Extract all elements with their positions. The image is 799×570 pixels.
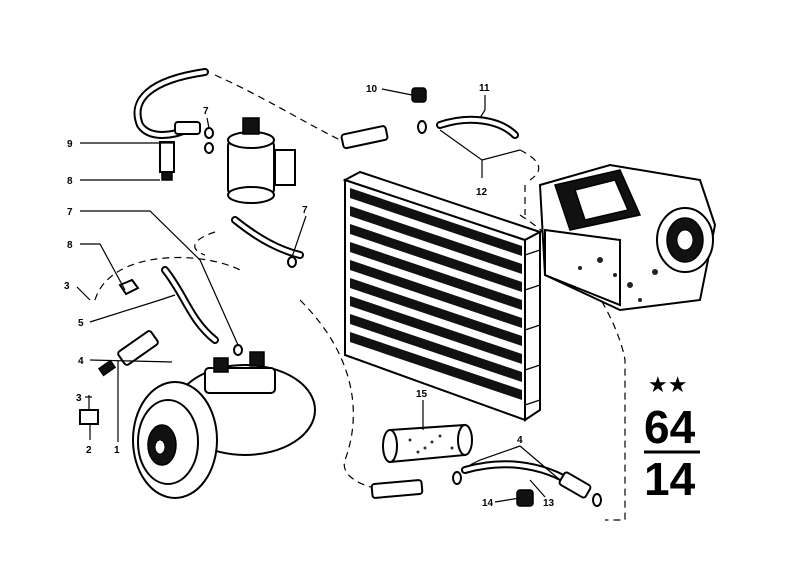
callout-4-left: 4 [78, 356, 84, 367]
callout-13: 13 [543, 498, 555, 509]
receiver-drier [227, 117, 296, 204]
callout-7-left: 7 [67, 207, 73, 218]
callout-5: 5 [78, 318, 84, 329]
callout-9: 9 [67, 139, 73, 150]
callout-14: 14 [482, 498, 494, 509]
group-code-sub: 14 [644, 453, 696, 505]
callout-3-lower: 3 [76, 393, 82, 404]
callout-12: 12 [476, 187, 488, 198]
filter-sleeve [382, 423, 473, 464]
callout-4-right: 4 [517, 435, 523, 446]
callout-3-upper: 3 [64, 281, 70, 292]
callout-labels: 10 11 12 9 7 8 7 7 8 3 5 4 3 2 1 15 4 14… [64, 83, 555, 509]
callout-10: 10 [366, 84, 378, 95]
callout-15: 15 [416, 389, 428, 400]
callout-2: 2 [86, 445, 92, 456]
callout-8-clamp: 8 [67, 240, 73, 251]
callout-1: 1 [114, 445, 120, 456]
callout-7-center: 7 [302, 205, 308, 216]
group-code-stars: ★★ [648, 372, 687, 397]
group-code-main: 64 [644, 401, 696, 453]
leader-lines [76, 88, 561, 503]
group-code: ★★ 64 14 [644, 372, 700, 505]
condenser [342, 170, 543, 422]
routing-dashed-lines [94, 74, 626, 521]
evaporator-housing [538, 163, 717, 312]
callout-11: 11 [479, 83, 490, 94]
callout-8-switch: 8 [67, 176, 73, 187]
callout-7-drier: 7 [203, 106, 209, 117]
compressor [132, 351, 316, 499]
